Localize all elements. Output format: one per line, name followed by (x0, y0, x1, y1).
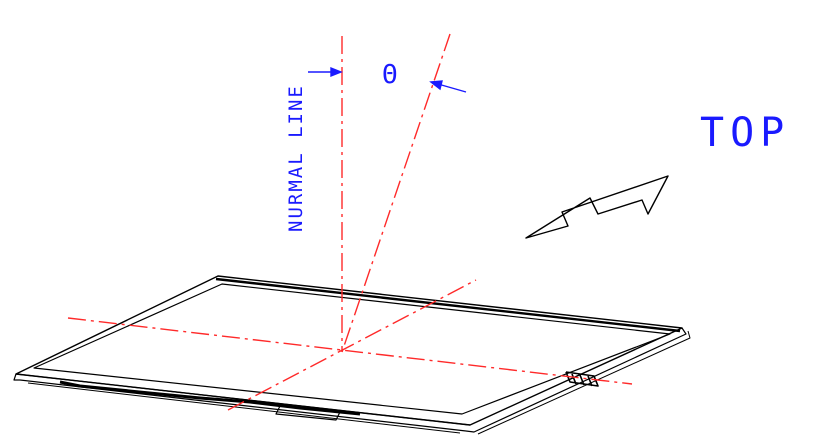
top-direction-arrow (525, 175, 669, 239)
panel-back-edge (215, 277, 681, 333)
centerlines (67, 33, 633, 411)
lcd-panel (13, 275, 691, 435)
panel-front-edge-3 (27, 382, 461, 434)
panel-right-edge-1 (465, 327, 687, 433)
panel-active-area (33, 283, 671, 415)
panel-right-bracket (565, 371, 599, 387)
panel-right-edge-2 (477, 330, 691, 435)
theta-label: Θ (382, 60, 398, 90)
panel-front-edge-1 (15, 373, 471, 426)
normal-line-label: NURMAL LINE (285, 84, 307, 232)
theta-dimension (308, 66, 467, 93)
viewing-line (341, 33, 451, 353)
theta-right-leader (437, 83, 467, 93)
panel-left-corner (13, 373, 20, 381)
centerline-horizontal (67, 317, 633, 385)
centerline-depth (227, 279, 477, 411)
top-label: TOP (700, 110, 790, 156)
panel-connector-tab (275, 405, 341, 421)
theta-left-arrowhead (330, 66, 343, 78)
theta-right-arrowhead (429, 80, 443, 91)
